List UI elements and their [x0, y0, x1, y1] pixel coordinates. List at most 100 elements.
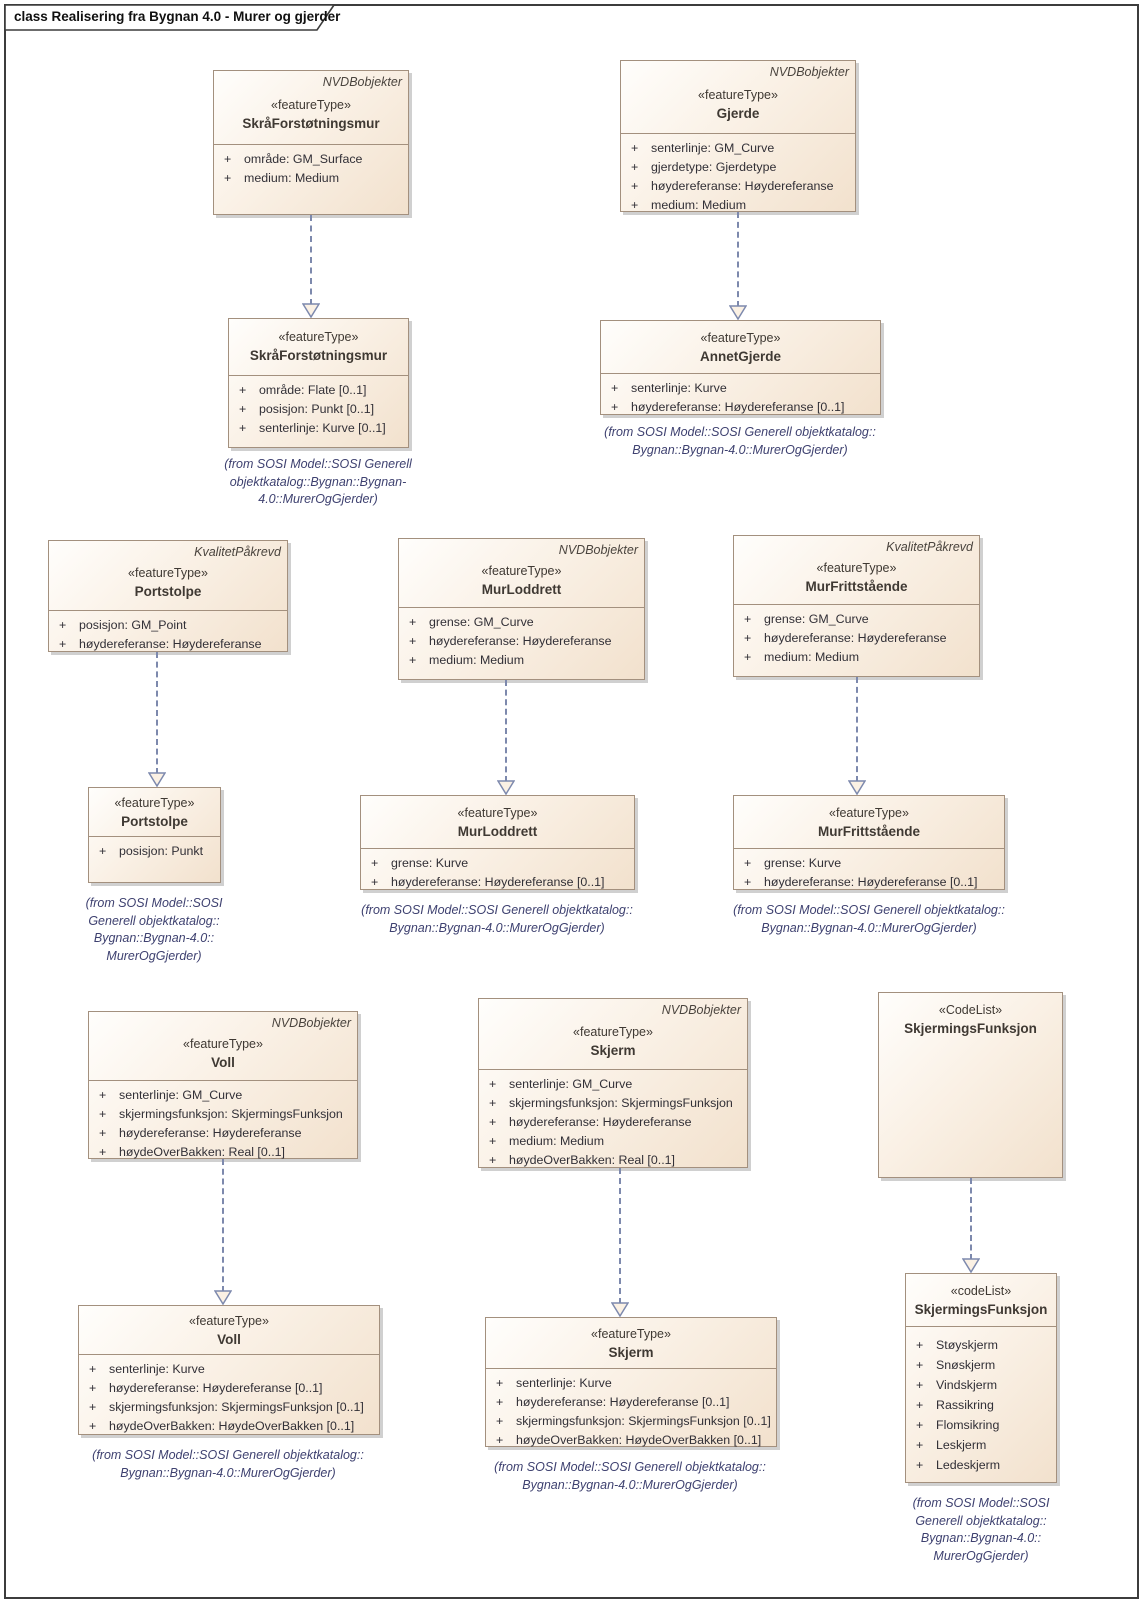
attribute-row: +medium: Medium: [489, 1134, 605, 1148]
attribute-row: +medium: Medium: [409, 653, 525, 667]
class-box-murfrittstaaende-kvalitetpaakrevd[interactable]: KvalitetPåkrevd «featureType» MurFrittst…: [733, 535, 980, 677]
class-name: SkjermingsFunksjon: [914, 1302, 1048, 1317]
attribute-row: +posisjon: GM_Point: [59, 618, 187, 632]
class-box-skjermingsfunksjon-codelist-values[interactable]: «codeList» SkjermingsFunksjon +Støyskjer…: [905, 1273, 1057, 1483]
class-tagline: NVDBobjekter: [558, 543, 638, 557]
attribute-row: +senterlinje: Kurve [0..1]: [239, 421, 386, 435]
title-tab-shape: [4, 4, 336, 31]
class-header: NVDBobjekter «featureType» MurLoddrett: [399, 539, 644, 607]
class-tagline: KvalitetPåkrevd: [194, 545, 281, 559]
hollow-triangle-arrowhead: [729, 305, 747, 320]
attribute-row: +høydeOverBakken: Real [0..1]: [489, 1153, 675, 1167]
attribute-row: +senterlinje: GM_Curve: [631, 141, 775, 155]
class-stereotype: «featureType»: [698, 88, 778, 102]
realization-arrow[interactable]: [611, 1168, 629, 1317]
class-header: NVDBobjekter «featureType» Gjerde: [621, 61, 855, 133]
class-header: «codeList» SkjermingsFunksjon: [906, 1274, 1056, 1326]
attribute-row: +høydereferanse: Høydereferanse [0..1]: [611, 400, 845, 414]
realization-arrow[interactable]: [848, 677, 866, 795]
attribute-row: +høydereferanse: Høydereferanse: [409, 634, 612, 648]
class-box-portstolpe-kvalitetpaakrevd[interactable]: KvalitetPåkrevd «featureType» Portstolpe…: [48, 540, 288, 652]
dashed-line: [619, 1168, 621, 1304]
attribute-row: +senterlinje: Kurve: [89, 1362, 205, 1376]
class-stereotype: «featureType»: [573, 1025, 653, 1039]
attribute-row: +skjermingsfunksjon: SkjermingsFunksjon …: [89, 1400, 364, 1414]
attribute-row: +område: GM_Surface: [224, 152, 363, 166]
realization-arrow[interactable]: [148, 652, 166, 787]
class-name: SkjermingsFunksjon: [904, 1021, 1037, 1036]
class-box-annetgjerde[interactable]: «featureType» AnnetGjerde +senterlinje: …: [600, 320, 881, 415]
class-box-voll-nvdbobjekter[interactable]: NVDBobjekter «featureType» Voll +senterl…: [88, 1011, 358, 1159]
attribute-row: +grense: GM_Curve: [409, 615, 534, 629]
class-name: Skjerm: [590, 1043, 636, 1058]
class-name: Skjerm: [608, 1345, 654, 1360]
realization-arrow[interactable]: [214, 1159, 232, 1305]
attribute-row: +høydereferanse: Høydereferanse [0..1]: [496, 1395, 730, 1409]
hollow-triangle-arrowhead: [611, 1302, 629, 1317]
class-box-skjermingsfunksjon-codelist[interactable]: «CodeList» SkjermingsFunksjon: [878, 992, 1063, 1178]
attribute-row: +høydeOverBakken: HøydeOverBakken [0..1]: [89, 1419, 355, 1433]
attributes-compartment: +posisjon: Punkt: [89, 836, 220, 861]
class-box-gjerde[interactable]: NVDBobjekter «featureType» Gjerde +sente…: [620, 60, 856, 212]
class-name: MurFrittstående: [817, 824, 920, 839]
hollow-triangle-arrowhead: [214, 1290, 232, 1305]
class-header: KvalitetPåkrevd «featureType» Portstolpe: [49, 541, 287, 610]
class-name: Portstolpe: [121, 814, 188, 829]
attribute-row: +grense: Kurve: [371, 856, 469, 870]
class-box-skjerm-sosi[interactable]: «featureType» Skjerm +senterlinje: Kurve…: [485, 1317, 777, 1447]
attribute-row: +høydereferanse: Høydereferanse [0..1]: [89, 1381, 323, 1395]
attributes-compartment: +grense: GM_Curve +høydereferanse: Høyde…: [734, 604, 979, 667]
class-box-skjerm-nvdbobjekter[interactable]: NVDBobjekter «featureType» Skjerm +sente…: [478, 998, 748, 1168]
class-header: «featureType» Skjerm: [486, 1318, 776, 1368]
attribute-row: +høydereferanse: Høydereferanse: [489, 1115, 692, 1129]
class-stereotype: «featureType»: [189, 1314, 269, 1328]
hollow-triangle-arrowhead: [962, 1258, 980, 1273]
attributes-compartment: +område: Flate [0..1] +posisjon: Punkt […: [229, 375, 408, 438]
class-stereotype: «featureType»: [481, 564, 562, 578]
dashed-line: [505, 680, 507, 782]
class-name: MurLoddrett: [457, 824, 538, 839]
class-box-skraaforstotningsmur-nvdbobjekter[interactable]: NVDBobjekter «featureType» SkråForstøtni…: [213, 70, 409, 215]
realization-arrow[interactable]: [729, 212, 747, 320]
class-box-murloddrett-nvdbobjekter[interactable]: NVDBobjekter «featureType» MurLoddrett +…: [398, 538, 645, 680]
class-tagline: NVDBobjekter: [271, 1016, 351, 1030]
class-stereotype: «featureType»: [700, 331, 781, 345]
attribute-row: +medium: Medium: [744, 650, 860, 664]
class-box-portstolpe-sosi[interactable]: «featureType» Portstolpe +posisjon: Punk…: [88, 787, 221, 883]
attribute-row: +Vindskjerm: [916, 1378, 998, 1392]
attribute-row: +skjermingsfunksjon: SkjermingsFunksjon …: [496, 1414, 771, 1428]
dashed-line: [156, 652, 158, 774]
dashed-line: [222, 1159, 224, 1292]
class-header: «featureType» Portstolpe: [89, 788, 220, 836]
attribute-row: +posisjon: Punkt: [99, 844, 204, 858]
class-header: «featureType» Voll: [79, 1306, 379, 1354]
class-name: SkråForstøtningsmur: [249, 348, 388, 363]
realization-arrow[interactable]: [962, 1178, 980, 1273]
class-box-murloddrett-sosi[interactable]: «featureType» MurLoddrett +grense: Kurve…: [360, 795, 635, 890]
attributes-compartment: +senterlinje: GM_Curve +gjerdetype: Gjer…: [621, 133, 855, 215]
class-stereotype: «featureType»: [278, 330, 359, 344]
attribute-row: +medium: Medium: [224, 171, 340, 185]
class-header: NVDBobjekter «featureType» SkråForstøtni…: [214, 71, 408, 144]
attribute-row: +høydereferanse: Høydereferanse: [99, 1126, 302, 1140]
hollow-triangle-arrowhead: [848, 780, 866, 795]
realization-arrow[interactable]: [302, 215, 320, 318]
from-package-caption: (from SOSI Model::SOSI Generell objektka…: [604, 425, 876, 457]
class-box-skraaforstotningsmur-sosi[interactable]: «featureType» SkråForstøtningsmur +områd…: [228, 318, 409, 448]
class-stereotype: «featureType»: [829, 806, 909, 820]
class-box-voll-sosi[interactable]: «featureType» Voll +senterlinje: Kurve +…: [78, 1305, 380, 1435]
class-name: SkråForstøtningsmur: [242, 116, 380, 131]
attribute-row: +skjermingsfunksjon: SkjermingsFunksjon: [489, 1096, 733, 1110]
class-name: Voll: [217, 1332, 241, 1347]
class-header: «featureType» MurFrittstående: [734, 796, 1004, 848]
realization-arrow[interactable]: [497, 680, 515, 795]
class-box-murfrittstaaende-sosi[interactable]: «featureType» MurFrittstående +grense: K…: [733, 795, 1005, 890]
class-header: KvalitetPåkrevd «featureType» MurFrittst…: [734, 536, 979, 604]
attribute-row: +høydereferanse: Høydereferanse [0..1]: [744, 875, 978, 889]
attribute-row: +Flomsikring: [916, 1418, 1000, 1432]
class-stereotype: «CodeList»: [938, 1003, 1003, 1017]
hollow-triangle-arrowhead: [148, 772, 166, 787]
attribute-row: +Støyskjerm: [916, 1338, 998, 1352]
attributes-compartment: +grense: Kurve +høydereferanse: Høyderef…: [361, 848, 634, 892]
from-package-caption: (from SOSI Model::SOSI Generell objektka…: [92, 1448, 364, 1480]
